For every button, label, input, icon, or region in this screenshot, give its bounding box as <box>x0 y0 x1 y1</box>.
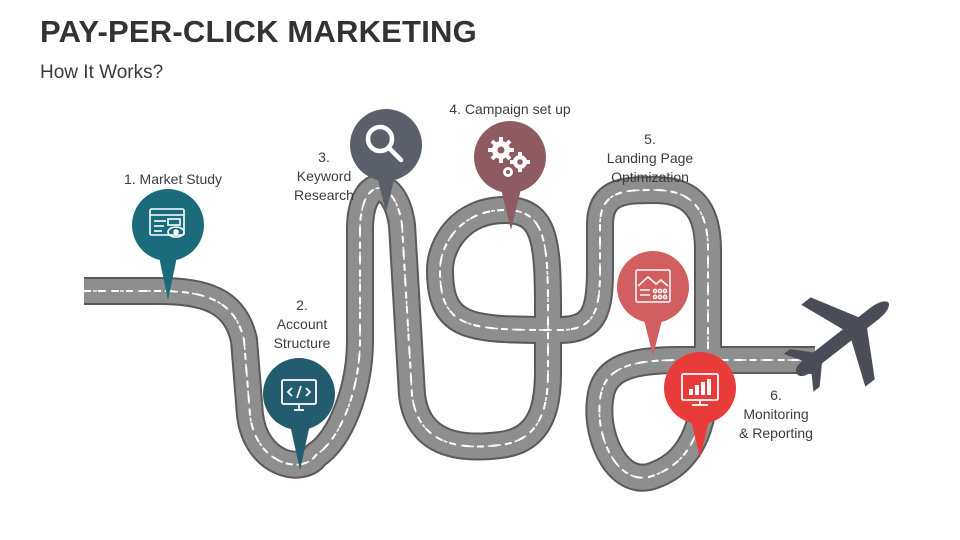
landing-page-icon <box>635 269 671 303</box>
step-2-line-2: Structure <box>273 335 331 351</box>
airplane-icon <box>783 297 889 392</box>
step-6-label: 6. Monitoring & Reporting <box>728 386 824 443</box>
page-subtitle: How It Works? <box>40 62 164 83</box>
step-1-pin[interactable] <box>132 189 204 300</box>
step-5-pin[interactable] <box>617 251 689 356</box>
step-5-number: 5. <box>644 131 656 147</box>
step-6-line-2: & Reporting <box>739 425 813 441</box>
web-analytics-icon <box>149 208 185 238</box>
step-5-line-2: Optimization <box>611 169 689 185</box>
step-2-line-1: Account <box>276 316 328 332</box>
step-4-label: 4. Campaign set up <box>449 101 571 117</box>
step-2-label: 2. Account Structure <box>252 296 352 353</box>
step-6-line-1: Monitoring <box>743 406 809 422</box>
step-5-line-1: Landing Page <box>606 150 694 166</box>
step-6-pin[interactable] <box>664 352 736 458</box>
step-3-number: 3. <box>318 149 330 165</box>
step-2-number: 2. <box>296 297 308 313</box>
step-6-number: 6. <box>770 387 782 403</box>
magnifier-icon <box>365 124 404 163</box>
step-1-label: 1. Market Study <box>123 171 223 187</box>
step-4-pin[interactable] <box>474 121 546 230</box>
step-3-line-1: Keyword <box>296 168 352 184</box>
page-title: PAY-PER-CLICK MARKETING <box>40 14 477 49</box>
step-3-label: 3. Keyword Research <box>278 148 370 205</box>
step-3-line-2: Research <box>294 187 354 203</box>
step-3-pin[interactable] <box>350 109 422 212</box>
gears-icon <box>488 137 530 177</box>
step-2-pin[interactable] <box>263 358 335 470</box>
step-5-label: 5. Landing Page Optimization <box>595 130 705 187</box>
code-monitor-icon <box>281 379 317 411</box>
chart-monitor-icon <box>681 373 719 406</box>
